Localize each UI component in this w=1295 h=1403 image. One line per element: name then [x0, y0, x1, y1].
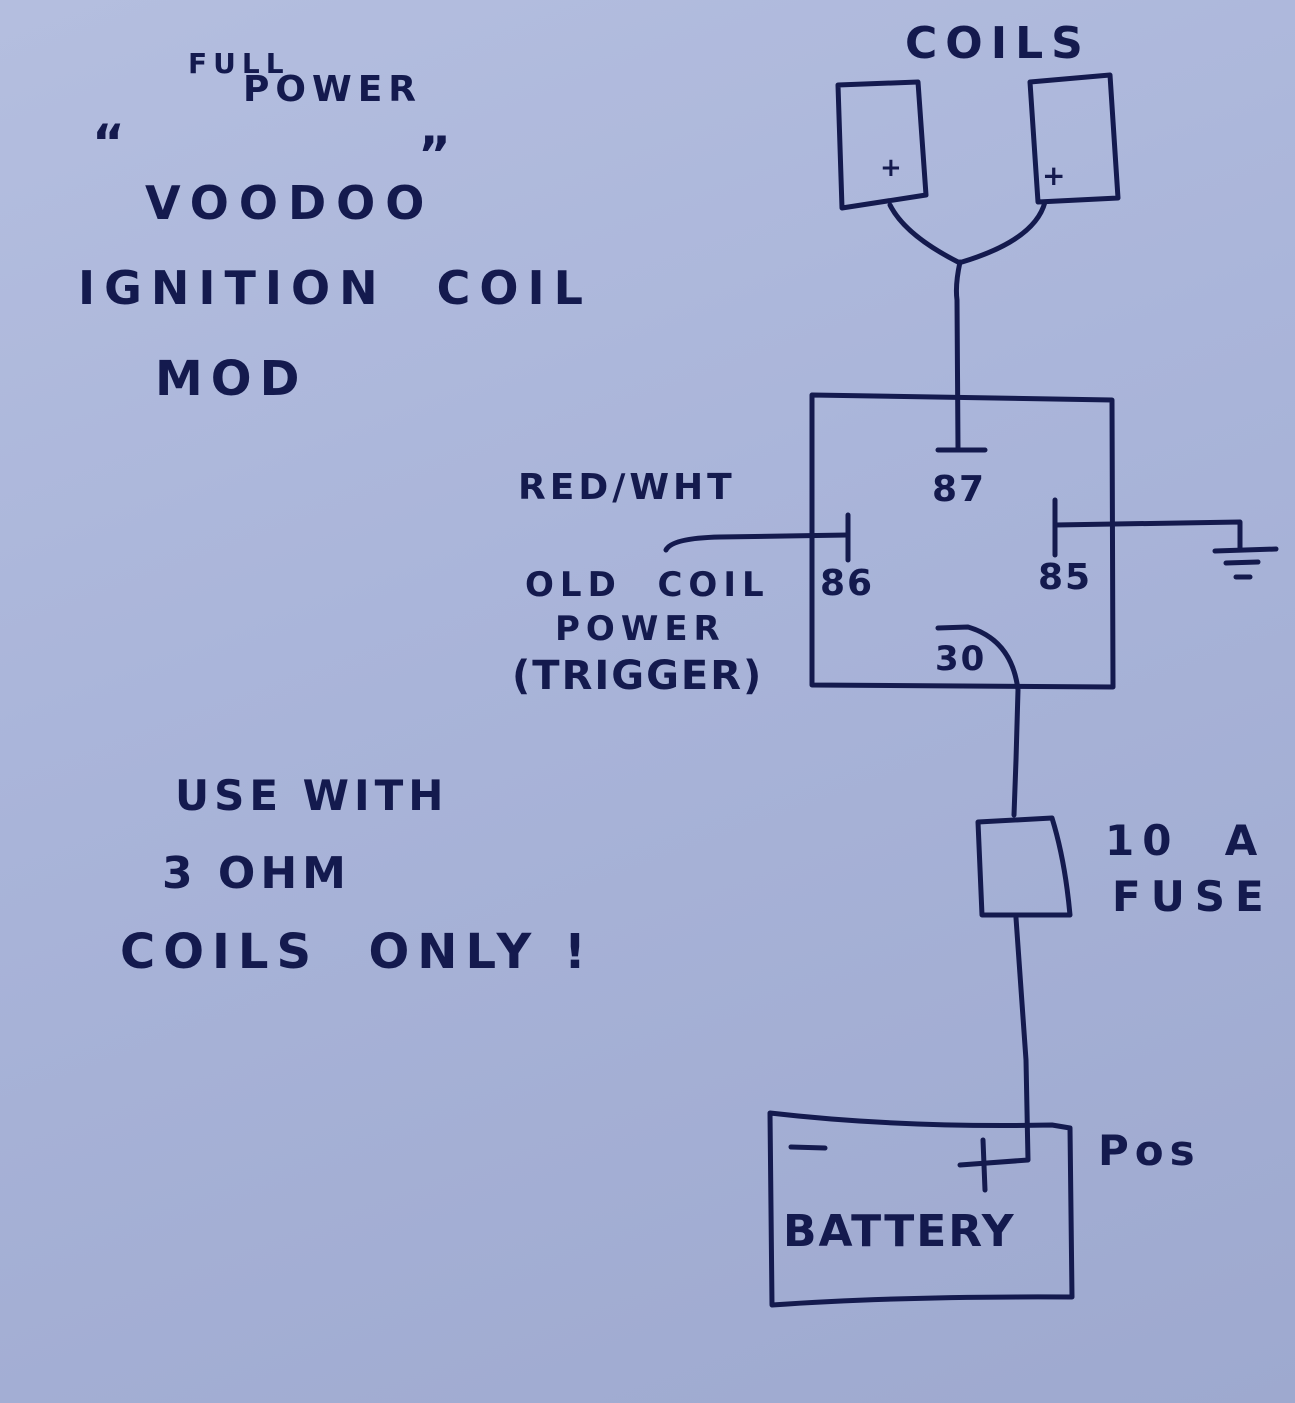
title-mod: MOD	[155, 351, 308, 407]
note-3-ohm: 3 OHM	[162, 848, 351, 899]
coil-right	[1027, 72, 1121, 205]
coil-left	[835, 79, 929, 211]
wire-fuse-battery	[957, 915, 1031, 1168]
relay-pin-30: 30	[935, 639, 987, 679]
battery-pos-label: Pos	[1098, 1126, 1201, 1175]
trigger-power: POWER	[555, 609, 726, 649]
battery-box	[767, 1110, 1075, 1308]
title-full: FULL	[188, 47, 290, 80]
ground-line-1	[1212, 546, 1279, 554]
wire-trigger	[663, 532, 851, 553]
battery-label: BATTERY	[783, 1206, 1016, 1257]
battery-plus-vertical	[980, 1137, 988, 1193]
coil-left-plus: +	[880, 153, 908, 183]
wire-coil-right	[959, 199, 1048, 265]
wire-coils-to-87	[953, 259, 963, 451]
relay-pin-85: 85	[1038, 557, 1093, 598]
relay-box	[809, 392, 1116, 690]
fuse-label: FUSE	[1112, 872, 1274, 921]
title-power: POWER	[243, 69, 423, 110]
note-use-with: USE WITH	[175, 771, 449, 820]
trigger-label: (TRIGGER)	[512, 653, 764, 699]
coil-right-plus: +	[1042, 159, 1072, 192]
ground-line-2	[1223, 559, 1261, 566]
title-ignition-coil: IGNITION COIL	[78, 261, 592, 315]
wire-85-ground	[1052, 519, 1243, 551]
title-quote-close: ”	[418, 126, 457, 184]
fuse-box	[975, 815, 1073, 918]
note-coils-only: COILS ONLY !	[120, 924, 594, 980]
title-quote-open: “	[92, 114, 131, 172]
wire-coil-left	[887, 202, 961, 265]
battery-minus	[788, 1144, 828, 1151]
trigger-old-coil: OLD COIL	[525, 565, 770, 605]
coils-label: COILS	[905, 18, 1091, 69]
relay-pin-86: 86	[820, 563, 875, 604]
trigger-wire-color: RED/WHT	[518, 467, 736, 508]
relay-pin-87: 87	[932, 469, 987, 510]
title-voodoo: VOODOO	[145, 176, 435, 230]
wire-30	[935, 624, 1021, 818]
fuse-rating: 10 A	[1105, 816, 1266, 865]
